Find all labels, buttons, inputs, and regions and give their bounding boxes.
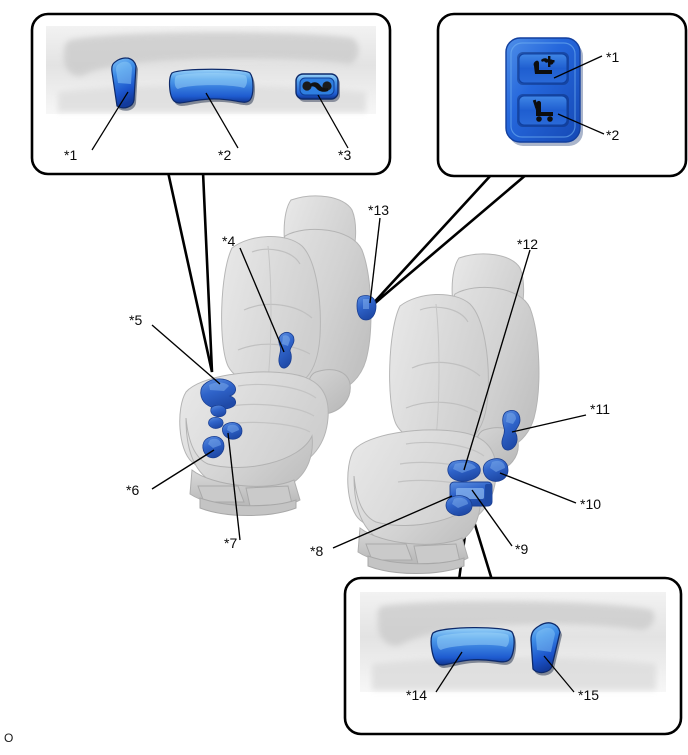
left-seat-assembly — [179, 195, 377, 516]
part-7-blue — [222, 422, 243, 440]
leader-8 — [332, 495, 453, 549]
callout-leaders-top-right — [553, 55, 605, 135]
part-10-blue — [482, 458, 509, 482]
leader-9 — [471, 489, 513, 547]
ref-label-4: *4 — [222, 233, 235, 249]
switch-trim-panel-right — [360, 592, 666, 692]
ref-label-2b: *2 — [606, 127, 619, 143]
switch-button-3[interactable] — [295, 73, 340, 102]
leader-4 — [239, 247, 285, 353]
leader-6 — [151, 449, 215, 490]
ref-label-15: *15 — [578, 687, 599, 703]
ref-label-5: *5 — [129, 312, 142, 328]
leader-12 — [463, 249, 531, 471]
leader-10 — [499, 472, 577, 504]
ref-label-6: *6 — [126, 482, 139, 498]
leader-7 — [227, 432, 241, 541]
switch-button-1[interactable] — [111, 57, 138, 111]
seat-slide-icon — [532, 99, 553, 122]
main-reference-labels: *4 *13 *5 *6 *7 *12 *11 *10 *9 *8 — [126, 202, 610, 559]
ref-label-12: *12 — [517, 236, 538, 252]
tail-top-left — [166, 171, 214, 373]
part-11-blue — [501, 410, 521, 451]
part-12-blue — [447, 459, 481, 482]
main-leader-lines — [151, 217, 587, 549]
callout-top-right[interactable]: *1 *2 — [436, 12, 688, 178]
ref-label-7: *7 — [224, 535, 237, 551]
part-8-blue — [445, 495, 473, 516]
seat-recline-icon — [533, 56, 555, 74]
ref-label-2a: *2 — [218, 147, 231, 163]
ref-label-10: *10 — [580, 496, 601, 512]
ref-label-3a: *3 — [338, 147, 351, 163]
corner-mark: O — [4, 731, 14, 745]
leader-13 — [369, 217, 381, 304]
switch-button-2[interactable] — [168, 68, 255, 106]
ref-label-14: *14 — [406, 687, 427, 703]
ref-label-11: *11 — [590, 401, 610, 417]
ref-label-1b: *1 — [606, 49, 619, 65]
callout-bottom-right[interactable]: *14 *15 — [343, 576, 683, 736]
part-5-6-link-blue — [208, 404, 227, 429]
right-seat-assembly — [347, 253, 540, 574]
ref-label-1a: *1 — [64, 147, 77, 163]
switch-button-slide[interactable] — [517, 94, 569, 127]
switch-button-14[interactable] — [430, 626, 517, 668]
memory-switch-panel[interactable] — [505, 37, 583, 146]
switch-button-15[interactable] — [530, 622, 562, 676]
part-5-blue — [200, 378, 236, 410]
callout-leaders-top-left — [91, 91, 349, 151]
ref-label-9: *9 — [515, 541, 528, 557]
callout-leaders-bottom — [435, 651, 575, 693]
callout-top-left[interactable]: *1 *2 *3 — [30, 12, 392, 176]
leader-11 — [511, 414, 587, 433]
ref-label-8: *8 — [310, 543, 323, 559]
switch-button-recline[interactable] — [517, 52, 569, 85]
ref-label-13: *13 — [368, 202, 389, 218]
part-13-blue — [356, 295, 377, 321]
part-6-blue — [202, 436, 225, 459]
leader-5 — [151, 324, 221, 385]
part-4-blue — [278, 332, 295, 369]
